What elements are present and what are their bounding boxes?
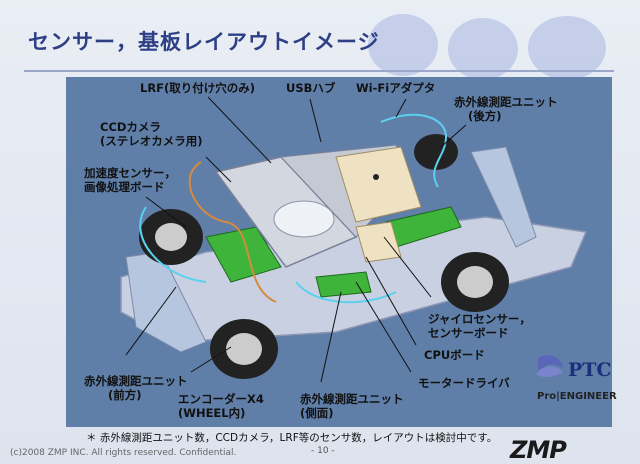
copyright: (c)2008 ZMP INC. All rights reserved. Co… <box>10 448 237 458</box>
label-wifi-adapter: Wi-Fiアダプタ <box>356 81 436 95</box>
label-ccd-camera: CCDカメラ (ステレオカメラ用) <box>100 120 203 148</box>
label-ir-side: 赤外線測距ユニット (側面) <box>300 392 404 420</box>
label-ir-rear: 赤外線測距ユニット (後方) <box>454 95 558 123</box>
label-ir-front: 赤外線測距ユニット (前方) <box>84 374 188 402</box>
label-cpu-board: CPUボード <box>424 348 485 362</box>
decor-circle-1 <box>368 14 438 76</box>
footnote: ＊ 赤外線測距ユニット数，CCDカメラ，LRF等のセンサ数，レイアウトは検討中で… <box>86 432 498 444</box>
label-lrf: LRF(取り付け穴のみ) <box>140 81 256 95</box>
label-motor-driver: モータードライバ <box>418 376 510 390</box>
page-number: - 10 - <box>311 446 335 456</box>
title-divider <box>24 70 614 72</box>
label-usb-hub: USBハブ <box>286 81 336 95</box>
decor-circle-3 <box>528 16 606 80</box>
zmp-logo: ZMP <box>510 436 567 464</box>
label-accelerometer: 加速度センサー， 画像処理ボード <box>84 166 176 194</box>
decor-circle-2 <box>448 18 518 80</box>
label-gyro-sensor: ジャイロセンサー， センサーボード <box>428 312 531 340</box>
ptc-logo-text: PTC <box>568 359 612 381</box>
robot-car-illustration <box>120 96 588 383</box>
robot-car-diagram <box>66 77 612 427</box>
slide-title: センサー，基板レイアウトイメージ <box>28 30 380 54</box>
ptc-logo-icon <box>536 355 563 378</box>
proengineer-logo: Pro|ENGINEER <box>537 391 617 402</box>
label-encoder: エンコーダーX4 (WHEEL内) <box>178 392 264 420</box>
